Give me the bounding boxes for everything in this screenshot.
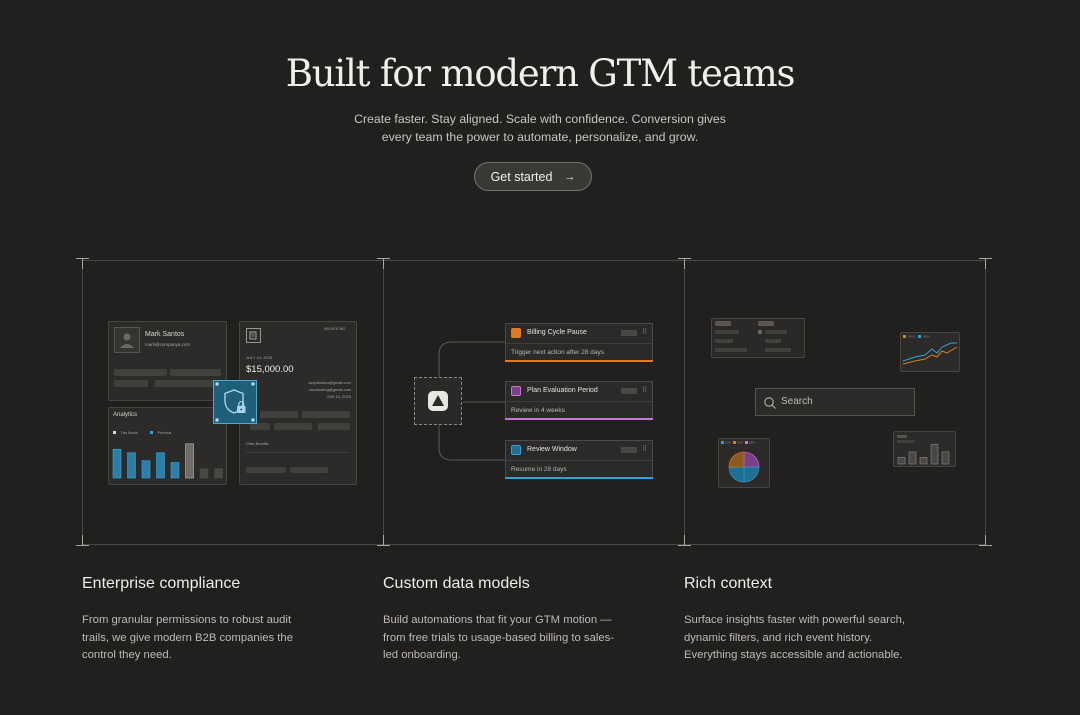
analytics-bar [185,443,194,479]
invoice-date: JULY 14, 2025 [246,355,273,360]
feature-desc-rich-context: Surface insights faster with powerful se… [684,614,906,661]
automation-card-review: Review Window ⠿ Resume in 28 days [505,440,653,479]
clock-icon [511,445,521,455]
grid-divider-1 [82,260,83,545]
search-input[interactable]: Search [755,388,915,416]
grid-divider-2 [383,260,384,545]
contact-name: Mark Santos [145,331,185,338]
grid-divider-3 [684,260,685,545]
analytics-bar [112,448,122,479]
invoice-amount: $15,000.00 [246,364,294,375]
arrow-right-icon: → [564,170,576,183]
pause-icon [511,328,521,338]
automation-card-title: Billing Cycle Pause [527,329,587,336]
grid-bottom-line [82,544,986,545]
mini-line-chart-card [900,332,960,372]
feature-title-compliance: Enterprise compliance [82,575,241,592]
hero-title: Built for modern GTM teams [285,52,796,95]
context-bar [941,451,950,465]
hero-subtitle-line-2: every team the power to automate, person… [381,129,699,144]
avatar [114,327,140,353]
calendar-icon [511,386,521,396]
pie-chart-graphic [721,441,760,483]
automation-card-subtitle: Trigger next action after 28 days [511,349,604,356]
get-started-label: Get started [490,169,553,184]
feature-title-data-models: Custom data models [383,575,530,592]
security-badge [213,380,257,424]
mini-bar-chart-card [893,431,956,467]
grid-divider-4 [985,260,986,545]
shield-lock-icon [215,382,255,422]
automation-card-subtitle: Resume in 28 days [511,466,567,473]
feature-desc-data-models: Build automations that fit your GTM moti… [383,614,615,661]
drag-handle-icon: ⠿ [642,329,647,336]
hero-subtitle-line-1: Create faster. Stay aligned. Scale with … [354,112,726,126]
grid-top-line [82,260,986,261]
analytics-bar [199,468,209,479]
search-placeholder: Search [781,396,813,407]
invoice-card: INVOICE 992 JULY 14, 2025 $15,000.00 acl… [239,321,357,485]
invoice-icon [246,328,261,343]
invoice-email-2: accounting@gmail.com [309,387,351,392]
analytics-bar [214,468,223,479]
drag-handle-icon: ⠿ [642,446,647,453]
automation-card-title: Plan Evaluation Period [527,387,598,394]
legend-previous: Previous [157,431,172,435]
context-bar [930,443,939,465]
invoice-tag: INVOICE 992 [324,327,346,331]
mini-table-card [711,318,805,358]
contact-card: Mark Santos mark@companya.com [108,321,227,401]
analytics-bar [141,460,151,479]
analytics-title: Analytics [113,412,138,418]
automation-card-billing: Billing Cycle Pause ⠿ Trigger next actio… [505,323,653,362]
hero-subtitle: Create faster. Stay aligned. Scale with … [340,111,740,146]
analytics-bar-chart [112,443,223,479]
invoice-email-1: aclydesdan@gmail.com [308,380,351,385]
analytics-bar [156,452,165,479]
feature-title-rich-context: Rich context [684,575,773,592]
bar-chart-graphic [897,443,950,465]
get-started-button[interactable]: Get started → [474,162,592,191]
automation-card-evaluation: Plan Evaluation Period ⠿ Review in 4 wee… [505,381,653,420]
connector-lines [438,341,505,461]
invoice-note: Other Benefits [246,442,269,446]
invoice-date-2: JUN 15, 2025 [326,394,351,399]
mini-pie-chart-card [718,438,770,488]
automation-card-title: Review Window [527,446,577,453]
legend-this-month: This Month [120,431,138,435]
conversion-logo-icon [428,391,448,411]
context-bar [897,457,906,465]
context-bar [908,451,917,465]
analytics-legend: This Month Previous [113,421,171,439]
automation-logo-node [414,377,462,425]
drag-handle-icon: ⠿ [642,387,647,394]
search-icon [764,397,776,409]
feature-desc-compliance: From granular permissions to robust audi… [82,614,293,661]
analytics-bar [170,462,180,479]
analytics-bar [127,452,136,479]
context-bar [919,457,928,465]
contact-email: mark@companya.com [145,342,191,347]
analytics-card: Analytics This Month Previous [108,407,227,485]
line-chart-graphic [902,335,958,365]
automation-card-subtitle: Review in 4 weeks [511,407,565,414]
